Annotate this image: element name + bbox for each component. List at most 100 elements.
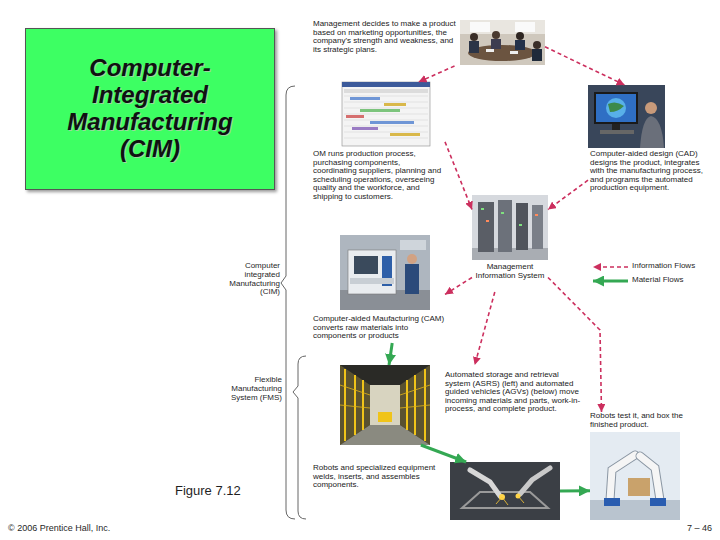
server-room-photo-part <box>478 202 494 252</box>
server-room-photo <box>472 195 548 260</box>
process-block: Management decides to make a product bas… <box>313 18 545 66</box>
process-block: Computer-aided design (CAD) designs the … <box>588 85 710 197</box>
text-group: Computer-aided Maufacturing (CAM) conver… <box>313 315 445 341</box>
software-screenshot-part-part <box>344 108 428 109</box>
server-room-photo-part <box>486 220 489 222</box>
block-text: Robots and specialized equipment welds, … <box>313 464 440 490</box>
software-screenshot-part-part <box>344 126 428 127</box>
block-text: Robots test it, and box the finished pro… <box>590 412 705 429</box>
meeting-photo-part <box>460 20 545 34</box>
asrs-aisle-photo-part-part <box>406 380 408 430</box>
process-block: OM runs production process, purchasing c… <box>313 82 445 215</box>
cad-workstation-photo-part <box>608 102 624 112</box>
title-box: Computer-Integrated Manufacturing (CIM) <box>25 28 275 190</box>
software-screenshot-part <box>352 127 378 130</box>
welding-robot-photo <box>450 462 560 520</box>
meeting-photo-part <box>515 22 535 32</box>
test-robot-photo-part <box>628 478 650 496</box>
software-screenshot-part-part <box>344 114 428 115</box>
asrs-aisle-photo-part-part <box>354 375 356 435</box>
material-flow-arrow <box>389 343 392 365</box>
legend-sample <box>593 280 628 283</box>
test-robot-photo <box>590 432 680 520</box>
software-screenshot-part <box>370 121 414 124</box>
welding-robot-photo-part <box>520 468 550 494</box>
software-screenshot-part <box>384 103 406 106</box>
welding-robot-photo-part <box>496 496 524 505</box>
text-group: Robots and specialized equipment welds, … <box>313 464 440 490</box>
asrs-aisle-photo-part <box>340 425 430 445</box>
test-robot-photo-part <box>590 500 680 520</box>
cad-workstation-photo-part <box>645 102 657 114</box>
asrs-aisle-photo-part <box>345 369 425 441</box>
cam-machine-photo-part <box>354 256 378 274</box>
meeting-photo-part <box>532 49 542 61</box>
cad-workstation-photo-part <box>596 94 636 122</box>
process-block: Computer-aided Maufacturing (CAM) conver… <box>313 235 445 343</box>
process-block: Management Information System <box>472 195 548 292</box>
cad-workstation-photo-part <box>594 92 638 124</box>
software-screenshot-part <box>346 115 364 118</box>
software-screenshot-part-part <box>344 96 428 97</box>
meeting-photo-part <box>486 49 494 52</box>
server-room-photo-part <box>516 203 528 250</box>
cad-workstation-photo-part <box>612 124 620 130</box>
server-room-photo-part <box>535 214 538 216</box>
asrs-aisle-photo-part <box>340 365 430 445</box>
text-group: Computer-aided design (CAD) designs the … <box>590 150 710 193</box>
information-flow-arrow <box>419 66 455 82</box>
asrs-aisle-photo-part-part <box>414 375 416 435</box>
test-robot-photo-part <box>590 432 680 520</box>
asrs-aisle-photo-part-part <box>400 385 430 395</box>
cam-machine-photo-part <box>405 264 419 294</box>
cad-workstation-photo-part <box>588 85 665 148</box>
software-screenshot <box>342 82 430 146</box>
software-screenshot-part <box>390 133 420 136</box>
cam-machine-photo-part <box>340 235 430 310</box>
cad-workstation-photo-part <box>600 130 634 134</box>
connectors <box>389 47 625 491</box>
server-room-photo-part <box>532 205 543 249</box>
meeting-photo-part <box>470 22 490 32</box>
text-group: Robots test it, and box the finished pro… <box>590 412 705 429</box>
server-room-photo-part <box>481 208 484 210</box>
asrs-aisle-photo-part-part <box>340 405 370 408</box>
block-text: Management Information System <box>472 263 548 280</box>
information-flow-arrow <box>445 277 472 294</box>
software-screenshot-part-part <box>344 138 428 139</box>
information-flow-arrow <box>548 180 588 209</box>
cad-workstation-photo-part <box>606 98 626 118</box>
meeting-photo-part <box>516 32 524 40</box>
welding-robot-photo-part <box>470 470 500 496</box>
meeting-photo-part <box>469 41 479 53</box>
meeting-photo-part <box>515 40 525 50</box>
asrs-aisle-photo-part-part <box>424 369 426 441</box>
text-group: Automated storage and retrieval system (… <box>445 371 585 414</box>
meeting-photo-part <box>470 33 478 41</box>
title-text: Computer-Integrated Manufacturing (CIM) <box>50 55 250 163</box>
figure-number: Figure 7.12 <box>175 484 265 498</box>
asrs-aisle-photo-part <box>378 412 392 422</box>
software-screenshot-part-part <box>344 132 428 133</box>
cim-bracket <box>281 86 295 519</box>
fms-bracket <box>293 356 306 519</box>
meeting-photo-part <box>510 51 518 54</box>
legend-sample <box>593 266 628 268</box>
meeting-photo-part <box>460 20 545 65</box>
block-text: Automated storage and retrieval system (… <box>445 371 585 414</box>
legend-text: Material Flows <box>632 276 684 285</box>
cam-machine-photo-part <box>350 278 394 284</box>
material-flow-arrow <box>421 445 466 462</box>
cam-machine-photo-part <box>400 240 426 250</box>
asrs-aisle-photo-part-part <box>362 380 364 430</box>
footer-text: 7 – 46 <box>640 524 712 534</box>
software-screenshot-part-part <box>344 102 428 103</box>
test-robot-photo-part <box>604 498 620 506</box>
cad-workstation-photo-part <box>640 116 664 148</box>
software-screenshot-part <box>344 96 428 138</box>
test-robot-photo-part <box>650 498 666 506</box>
meeting-photo-part <box>492 31 500 39</box>
asrs-aisle-photo-part <box>340 385 430 408</box>
